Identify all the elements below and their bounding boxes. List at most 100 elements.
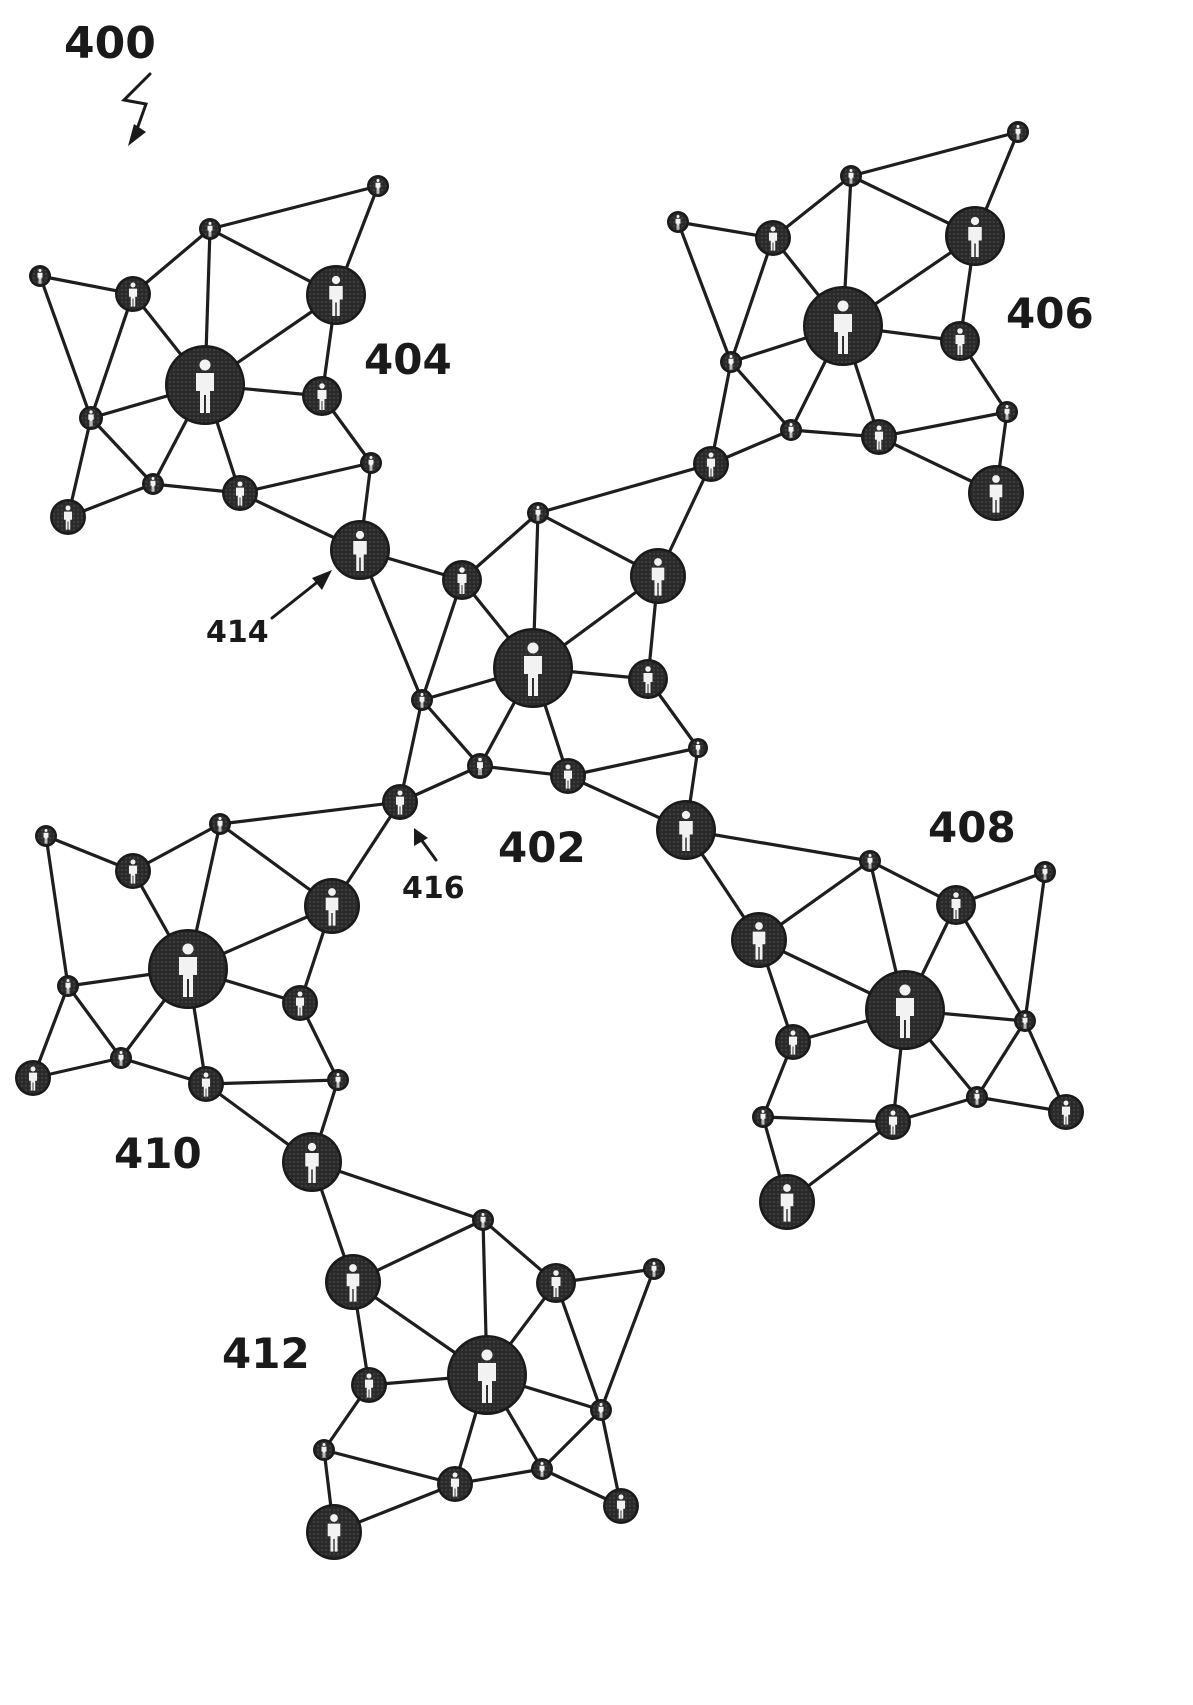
person-node: [222, 475, 258, 511]
person-icon: [989, 475, 1003, 513]
person-icon: [179, 943, 197, 997]
person-icon: [1022, 1013, 1028, 1029]
person-icon: [329, 275, 343, 316]
person-icon: [728, 354, 734, 370]
person-node: [330, 520, 390, 580]
person-icon: [539, 1461, 545, 1477]
person-node: [603, 1488, 639, 1524]
person-node: [720, 351, 742, 373]
connection-line: [599, 1267, 656, 1412]
person-icon: [1004, 404, 1010, 420]
person-node: [780, 419, 802, 441]
person-node: [142, 473, 164, 495]
person-icon: [88, 410, 94, 427]
person-node: [115, 276, 151, 312]
person-icon: [196, 359, 214, 413]
person-icon: [201, 1072, 211, 1097]
person-icon: [535, 505, 541, 521]
person-node: [643, 1258, 665, 1280]
connection-line: [89, 416, 155, 486]
person-node: [325, 1254, 381, 1310]
callout-416-leader: [418, 836, 438, 862]
callout-label-416: 416: [402, 871, 465, 906]
person-node: [306, 265, 366, 325]
person-node: [79, 406, 103, 430]
person-node: [437, 1466, 473, 1502]
connection-line: [322, 1448, 457, 1486]
connection-line: [420, 698, 482, 768]
person-icon: [788, 1030, 798, 1055]
person-node: [590, 1399, 612, 1421]
person-icon: [616, 1494, 626, 1519]
person-node: [472, 1209, 494, 1231]
person-icon: [317, 383, 327, 410]
person-icon: [346, 1264, 360, 1302]
person-icon: [128, 282, 138, 307]
person-icon: [128, 859, 138, 884]
person-node: [628, 659, 668, 699]
hub-node: [165, 345, 245, 425]
person-icon: [706, 452, 716, 477]
person-icon: [679, 810, 693, 851]
person-icon: [325, 888, 339, 926]
connection-line: [877, 410, 1009, 439]
person-node: [936, 885, 976, 925]
connection-line: [204, 1078, 340, 1086]
connection-line: [954, 903, 1027, 1023]
person-icon: [150, 476, 156, 492]
person-node: [1034, 861, 1056, 883]
person-icon: [37, 268, 43, 284]
connection-line: [66, 984, 123, 1060]
person-icon: [563, 764, 573, 789]
person-node: [752, 1106, 774, 1128]
cluster-label-408: 408: [928, 803, 1016, 852]
person-node: [382, 784, 418, 820]
person-icon: [375, 178, 381, 194]
hub-node: [493, 628, 573, 708]
person-icon: [419, 692, 425, 708]
person-icon: [888, 1110, 898, 1135]
person-icon: [955, 328, 965, 355]
person-node: [996, 401, 1018, 423]
person-icon: [651, 558, 665, 596]
person-icon: [395, 790, 405, 815]
person-icon: [480, 1212, 486, 1228]
person-icon: [368, 455, 374, 471]
person-icon: [207, 221, 213, 237]
cluster-label-404: 404: [364, 335, 452, 384]
connection-line: [684, 828, 872, 863]
connection-line: [310, 1160, 485, 1222]
person-icon: [788, 422, 794, 438]
person-node: [115, 853, 151, 889]
person-node: [302, 376, 342, 416]
person-node: [840, 165, 862, 187]
person-node: [313, 1439, 335, 1461]
person-icon: [43, 828, 49, 844]
person-icon: [217, 816, 223, 832]
person-node: [531, 1458, 553, 1480]
cluster-label-412: 412: [222, 1329, 310, 1378]
person-node: [351, 1367, 387, 1403]
person-icon: [867, 853, 873, 869]
person-icon: [675, 214, 681, 230]
connection-line: [761, 1115, 895, 1124]
connection-line: [44, 834, 70, 988]
person-icon: [235, 481, 245, 506]
person-node: [693, 446, 729, 482]
person-node: [775, 1024, 811, 1060]
person-node: [630, 548, 686, 604]
person-node: [35, 825, 57, 847]
connection-line: [975, 1019, 1027, 1099]
person-node: [411, 689, 433, 711]
person-icon: [968, 216, 982, 257]
connection-line: [89, 292, 135, 420]
person-node: [731, 912, 787, 968]
person-icon: [305, 1142, 319, 1183]
person-icon: [974, 1089, 980, 1105]
person-node: [688, 738, 708, 758]
cluster-label-402: 402: [498, 823, 586, 872]
person-icon: [28, 1066, 38, 1091]
person-icon: [65, 978, 71, 994]
person-node: [1014, 1010, 1036, 1032]
person-icon: [598, 1402, 604, 1418]
